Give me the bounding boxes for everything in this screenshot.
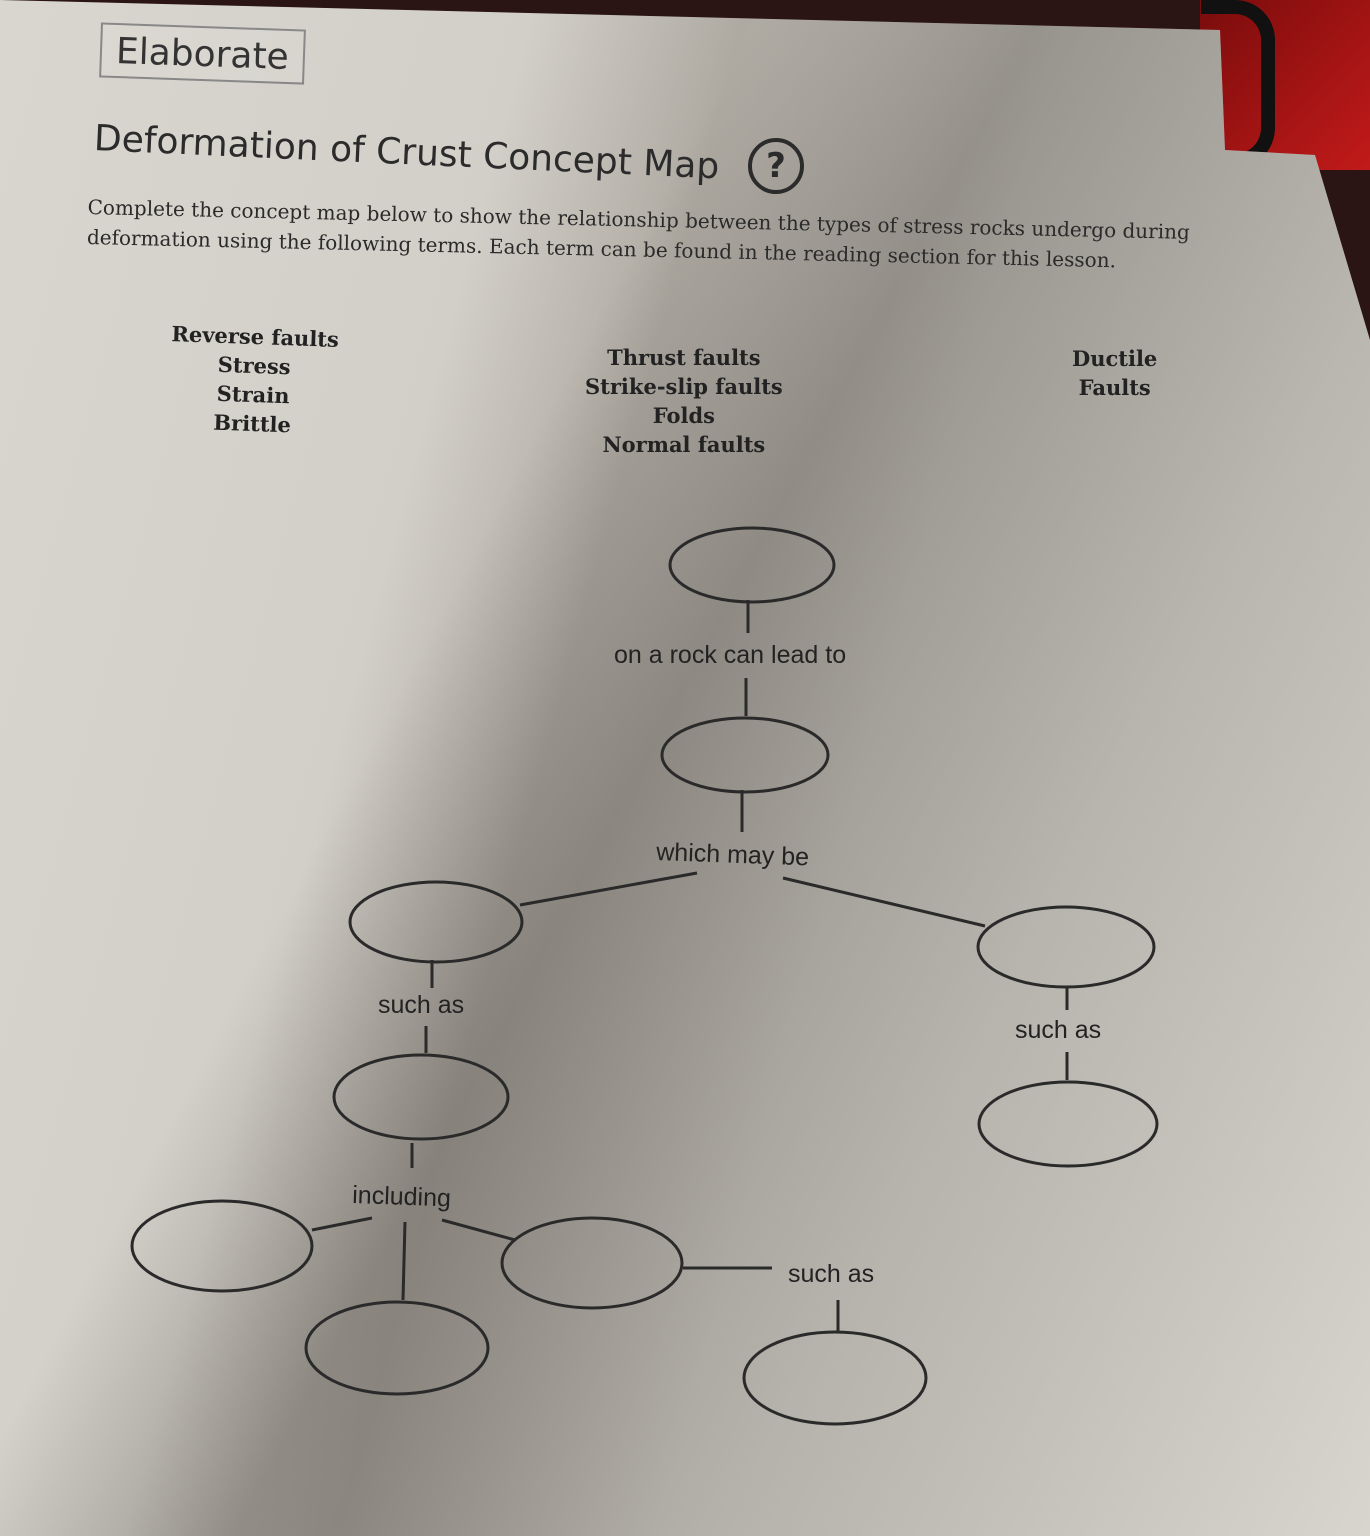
help-icon[interactable]: ? bbox=[748, 138, 804, 194]
blank-node-fault-type-1[interactable] bbox=[130, 1199, 314, 1293]
connector-line bbox=[519, 871, 698, 907]
link-label-on-a-rock: on a rock can lead to bbox=[614, 641, 846, 669]
term-folds: Folds bbox=[652, 403, 715, 428]
connector-line bbox=[401, 1221, 407, 1301]
blank-node-ductile[interactable] bbox=[976, 905, 1156, 989]
blank-node-faults[interactable] bbox=[332, 1053, 510, 1141]
link-label-including: including bbox=[352, 1181, 452, 1212]
blank-node-strain[interactable] bbox=[660, 716, 830, 794]
link-label-such-as-bottom: such as bbox=[788, 1260, 874, 1288]
link-label-such-as-right: such as bbox=[1015, 1016, 1101, 1044]
blank-node-fault-type-3[interactable] bbox=[304, 1300, 490, 1396]
connector-line bbox=[441, 1218, 516, 1242]
blank-node-fault-type-2[interactable] bbox=[500, 1216, 684, 1310]
link-label-which-may-be: which may be bbox=[655, 838, 810, 871]
blank-node-folds[interactable] bbox=[977, 1080, 1159, 1168]
word-bank-column-2: Thrust faults Strike-slip faults Folds N… bbox=[585, 343, 783, 459]
connector-line bbox=[311, 1216, 373, 1232]
blank-node-stress[interactable] bbox=[668, 526, 836, 604]
blank-node-fault-subtype[interactable] bbox=[742, 1330, 928, 1426]
link-label-such-as-left: such as bbox=[378, 991, 464, 1019]
term-normal-faults: Normal faults bbox=[602, 432, 766, 457]
blank-node-brittle[interactable] bbox=[348, 880, 524, 964]
term-ductile: Ductile bbox=[1072, 346, 1158, 371]
term-strike-slip-faults: Strike-slip faults bbox=[585, 374, 783, 399]
term-faults: Faults bbox=[1078, 375, 1151, 400]
word-bank-column-3: Ductile Faults bbox=[1072, 344, 1157, 402]
term-thrust-faults: Thrust faults bbox=[607, 345, 761, 370]
connector-line bbox=[782, 876, 986, 928]
